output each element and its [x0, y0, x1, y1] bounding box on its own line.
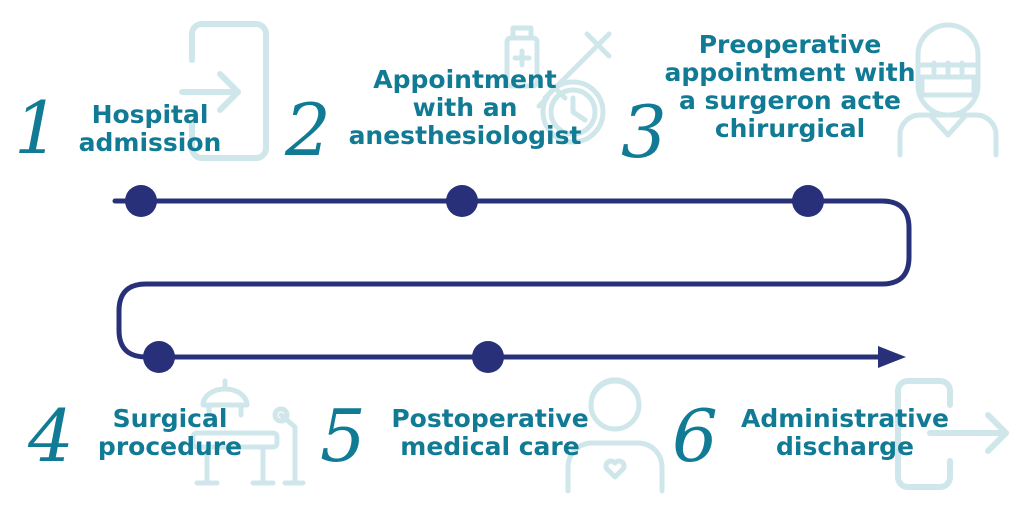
step-label-3: Preoperative appointment with a surgeron…: [664, 30, 916, 143]
step-number-3: 3: [621, 90, 667, 174]
door-enter-icon: [179, 20, 275, 169]
step-number-6: 6: [672, 394, 718, 478]
step-number-4: 4: [28, 394, 74, 478]
door-exit-icon: [890, 375, 1015, 499]
operating-table-icon: [185, 375, 306, 499]
milestone-dot-3: [792, 185, 824, 217]
step-number-1: 1: [14, 86, 60, 170]
nurse-icon: [560, 375, 670, 499]
step-label-4: Surgical procedure: [97, 404, 243, 461]
step-label-2: Appointment with an anesthesiologist: [348, 65, 582, 150]
milestone-dot-5: [472, 341, 504, 373]
syringe-clock-icon: [495, 20, 625, 154]
milestone-dot-1: [125, 185, 157, 217]
step-number-5: 5: [320, 394, 366, 478]
milestone-dot-2: [446, 185, 478, 217]
step-label-5: Postoperative medical care: [391, 404, 589, 461]
step-number-2: 2: [285, 88, 331, 172]
surgeon-icon: [890, 15, 1005, 164]
timeline-path: [112, 198, 912, 360]
milestone-dot-4: [143, 341, 175, 373]
step-label-1: Hospital admission: [78, 100, 222, 157]
step-label-6: Administrative discharge: [740, 404, 950, 461]
arrow-head: [878, 346, 906, 368]
